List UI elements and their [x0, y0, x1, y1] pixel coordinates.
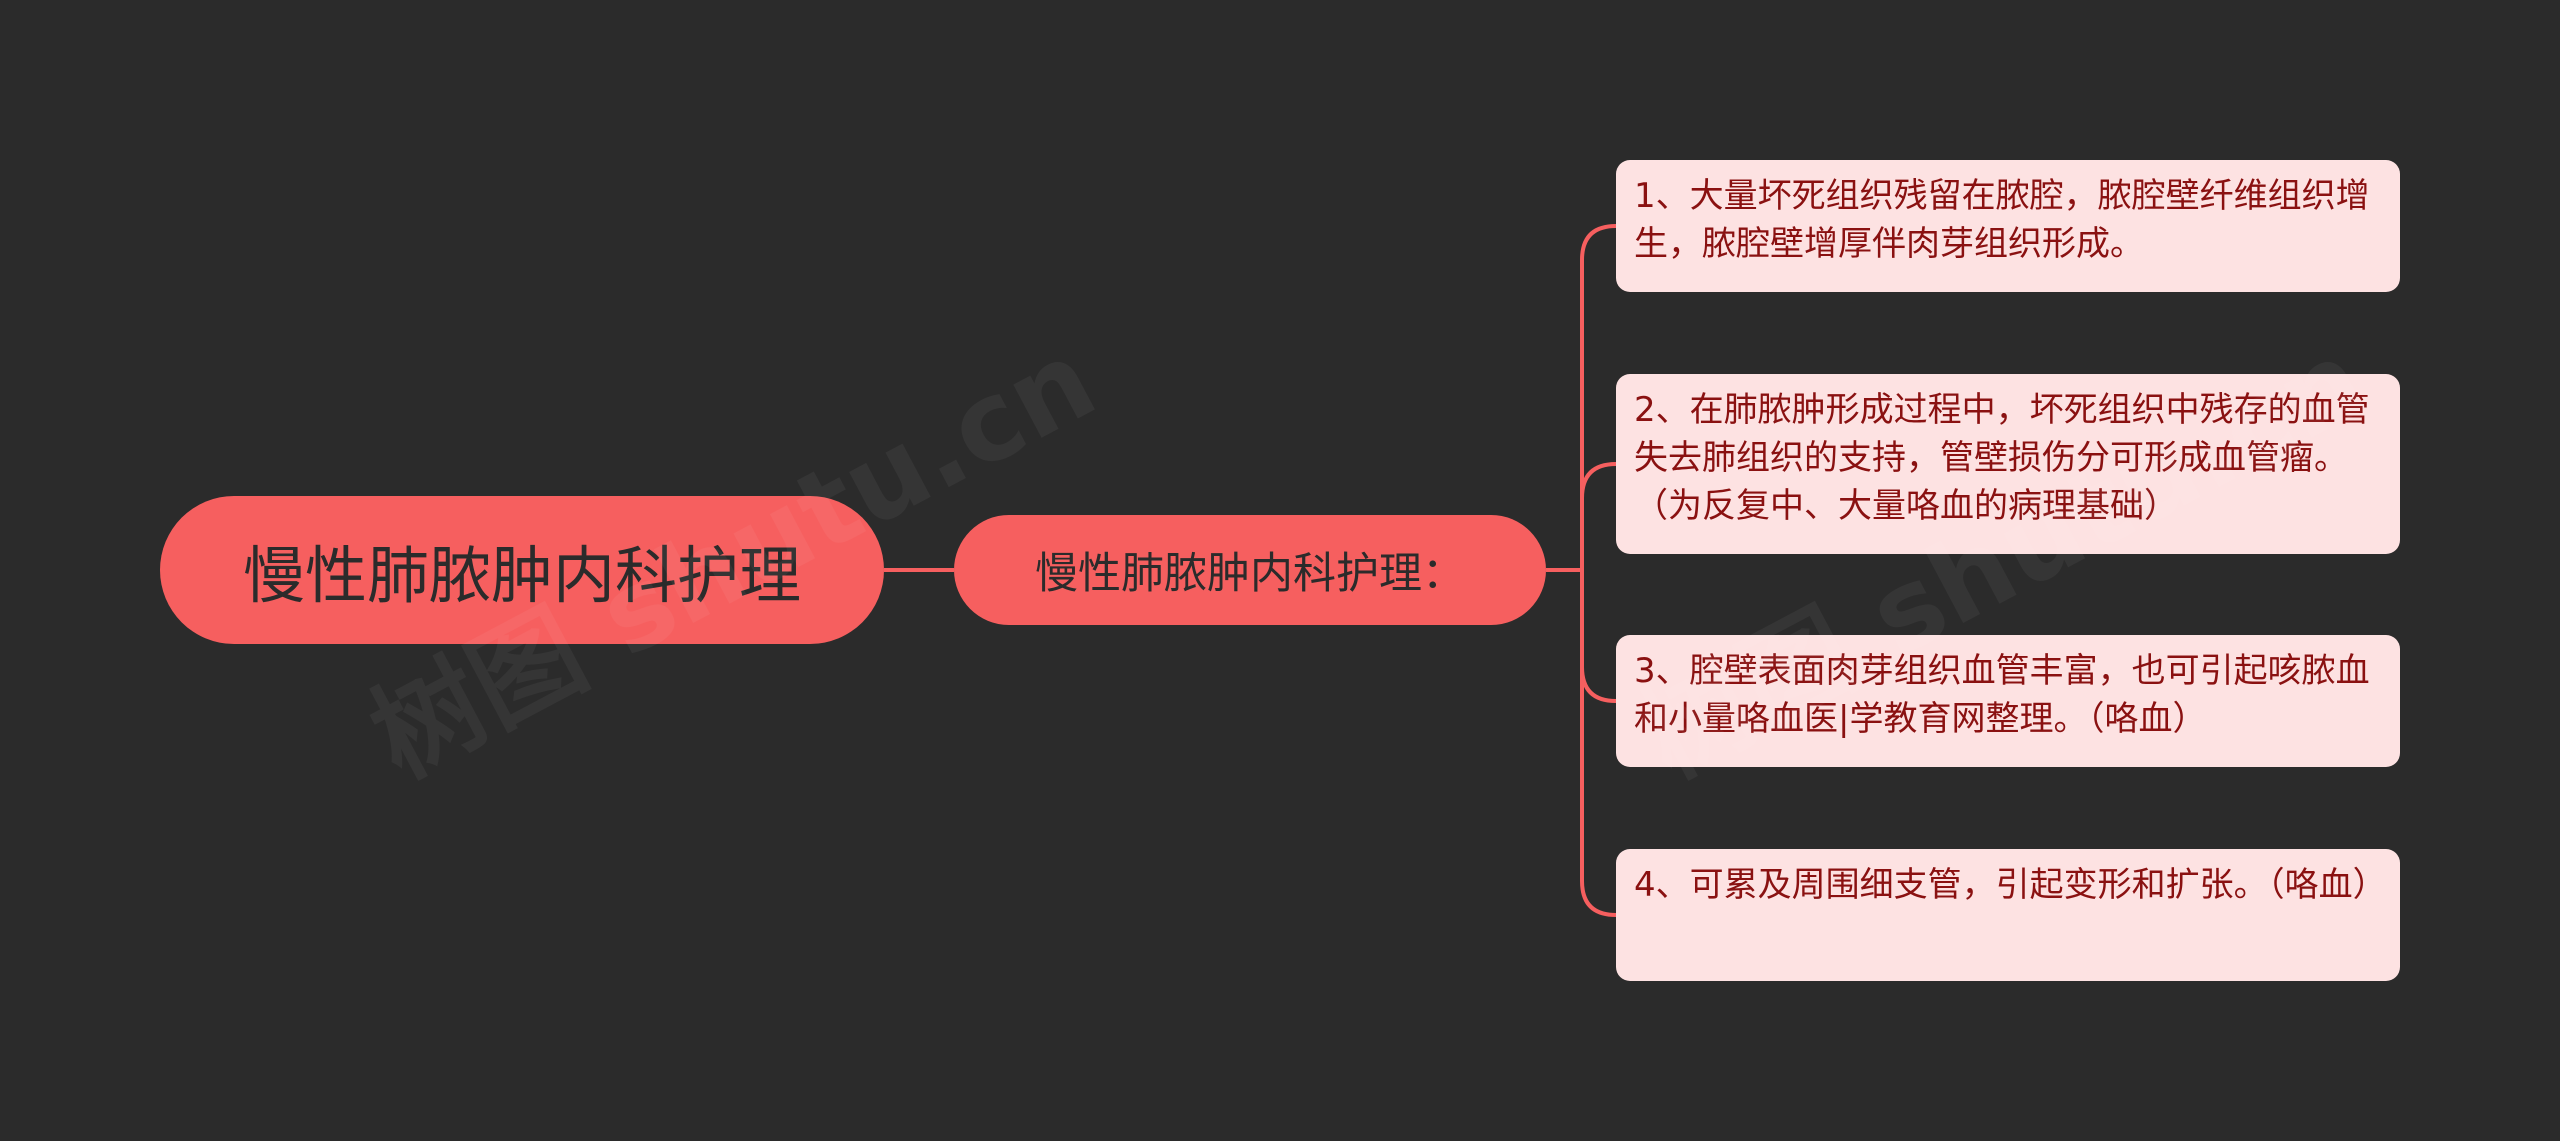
leaf-node-2[interactable]: 2、在肺脓肿形成过程中，坏死组织中残存的血管失去肺组织的支持，管壁损伤分可形成血…: [1616, 374, 2400, 554]
leaf-node-text: 4、可累及周围细支管，引起变形和扩张。（咯血）: [1634, 865, 2387, 905]
root-topic-label: 慢性肺脓肿内科护理: [242, 539, 801, 612]
leaf-node-text: 2、在肺脓肿形成过程中，坏死组织中残存的血管失去肺组织的支持，管壁损伤分可形成血…: [1634, 390, 2370, 526]
leaf-1-connector: [1580, 224, 1617, 570]
leaf-node-text: 1、大量坏死组织残留在脓腔，脓腔壁纤维组织增生，脓腔壁增厚伴肉芽组织形成。: [1634, 176, 2370, 264]
root-topic-node[interactable]: 慢性肺脓肿内科护理: [160, 496, 884, 644]
leaf-3-connector: [1580, 570, 1617, 703]
branch-topic-label: 慢性肺脓肿内科护理：: [1035, 549, 1465, 599]
leaf-node-1[interactable]: 1、大量坏死组织残留在脓腔，脓腔壁纤维组织增生，脓腔壁增厚伴肉芽组织形成。: [1616, 160, 2400, 292]
leaf-node-4[interactable]: 4、可累及周围细支管，引起变形和扩张。（咯血）: [1616, 849, 2400, 981]
branch-topic-node[interactable]: 慢性肺脓肿内科护理：: [954, 515, 1546, 625]
leaf-node-3[interactable]: 3、腔壁表面肉芽组织血管丰富，也可引起咳脓血和小量咯血医|学教育网整理。（咯血）: [1616, 635, 2400, 767]
leaf-2-connector: [1580, 462, 1617, 570]
leaf-4-connector: [1580, 570, 1617, 917]
leaf-node-text: 3、腔壁表面肉芽组织血管丰富，也可引起咳脓血和小量咯血医|学教育网整理。（咯血）: [1634, 651, 2370, 739]
